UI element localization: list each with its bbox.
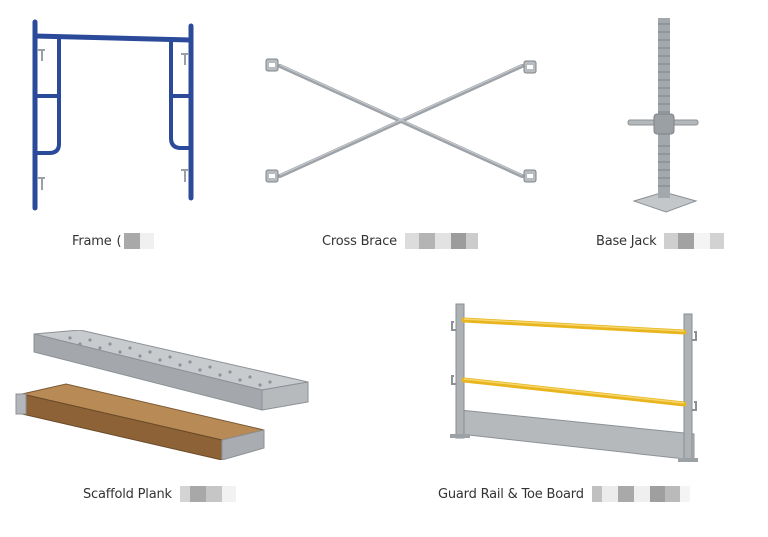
guard-rail-image [450,303,698,462]
product-label-suffix: ( [116,233,122,249]
product-frame: Frame ( [0,0,256,260]
base-jack-image [627,18,699,213]
product-label: Frame [72,233,112,249]
product-guard-rail: Guard Rail & Toe Board [400,280,768,537]
redacted-price [591,486,690,502]
caption-base-jack: Base Jack [596,231,725,251]
caption-cross-brace: Cross Brace [322,231,478,251]
redacted-price [179,486,236,502]
caption-scaffold-plank: Scaffold Plank [83,484,236,504]
cross-brace-image [265,58,537,183]
caption-frame: Frame ( [72,231,155,251]
redacted-price [404,233,478,249]
product-label: Scaffold Plank [83,486,172,502]
product-cross-brace: Cross Brace [256,0,546,260]
redacted-price [124,233,155,249]
redacted-price [664,233,725,249]
scaffold-plank-image [15,330,309,460]
product-base-jack: Base Jack [546,0,768,260]
caption-guard-rail: Guard Rail & Toe Board [438,484,690,504]
product-scaffold-plank: Scaffold Plank [0,280,330,537]
scaffold-frame-image [32,19,194,211]
product-label: Cross Brace [322,233,397,249]
product-label: Base Jack [596,233,657,249]
product-label: Guard Rail & Toe Board [438,486,584,502]
